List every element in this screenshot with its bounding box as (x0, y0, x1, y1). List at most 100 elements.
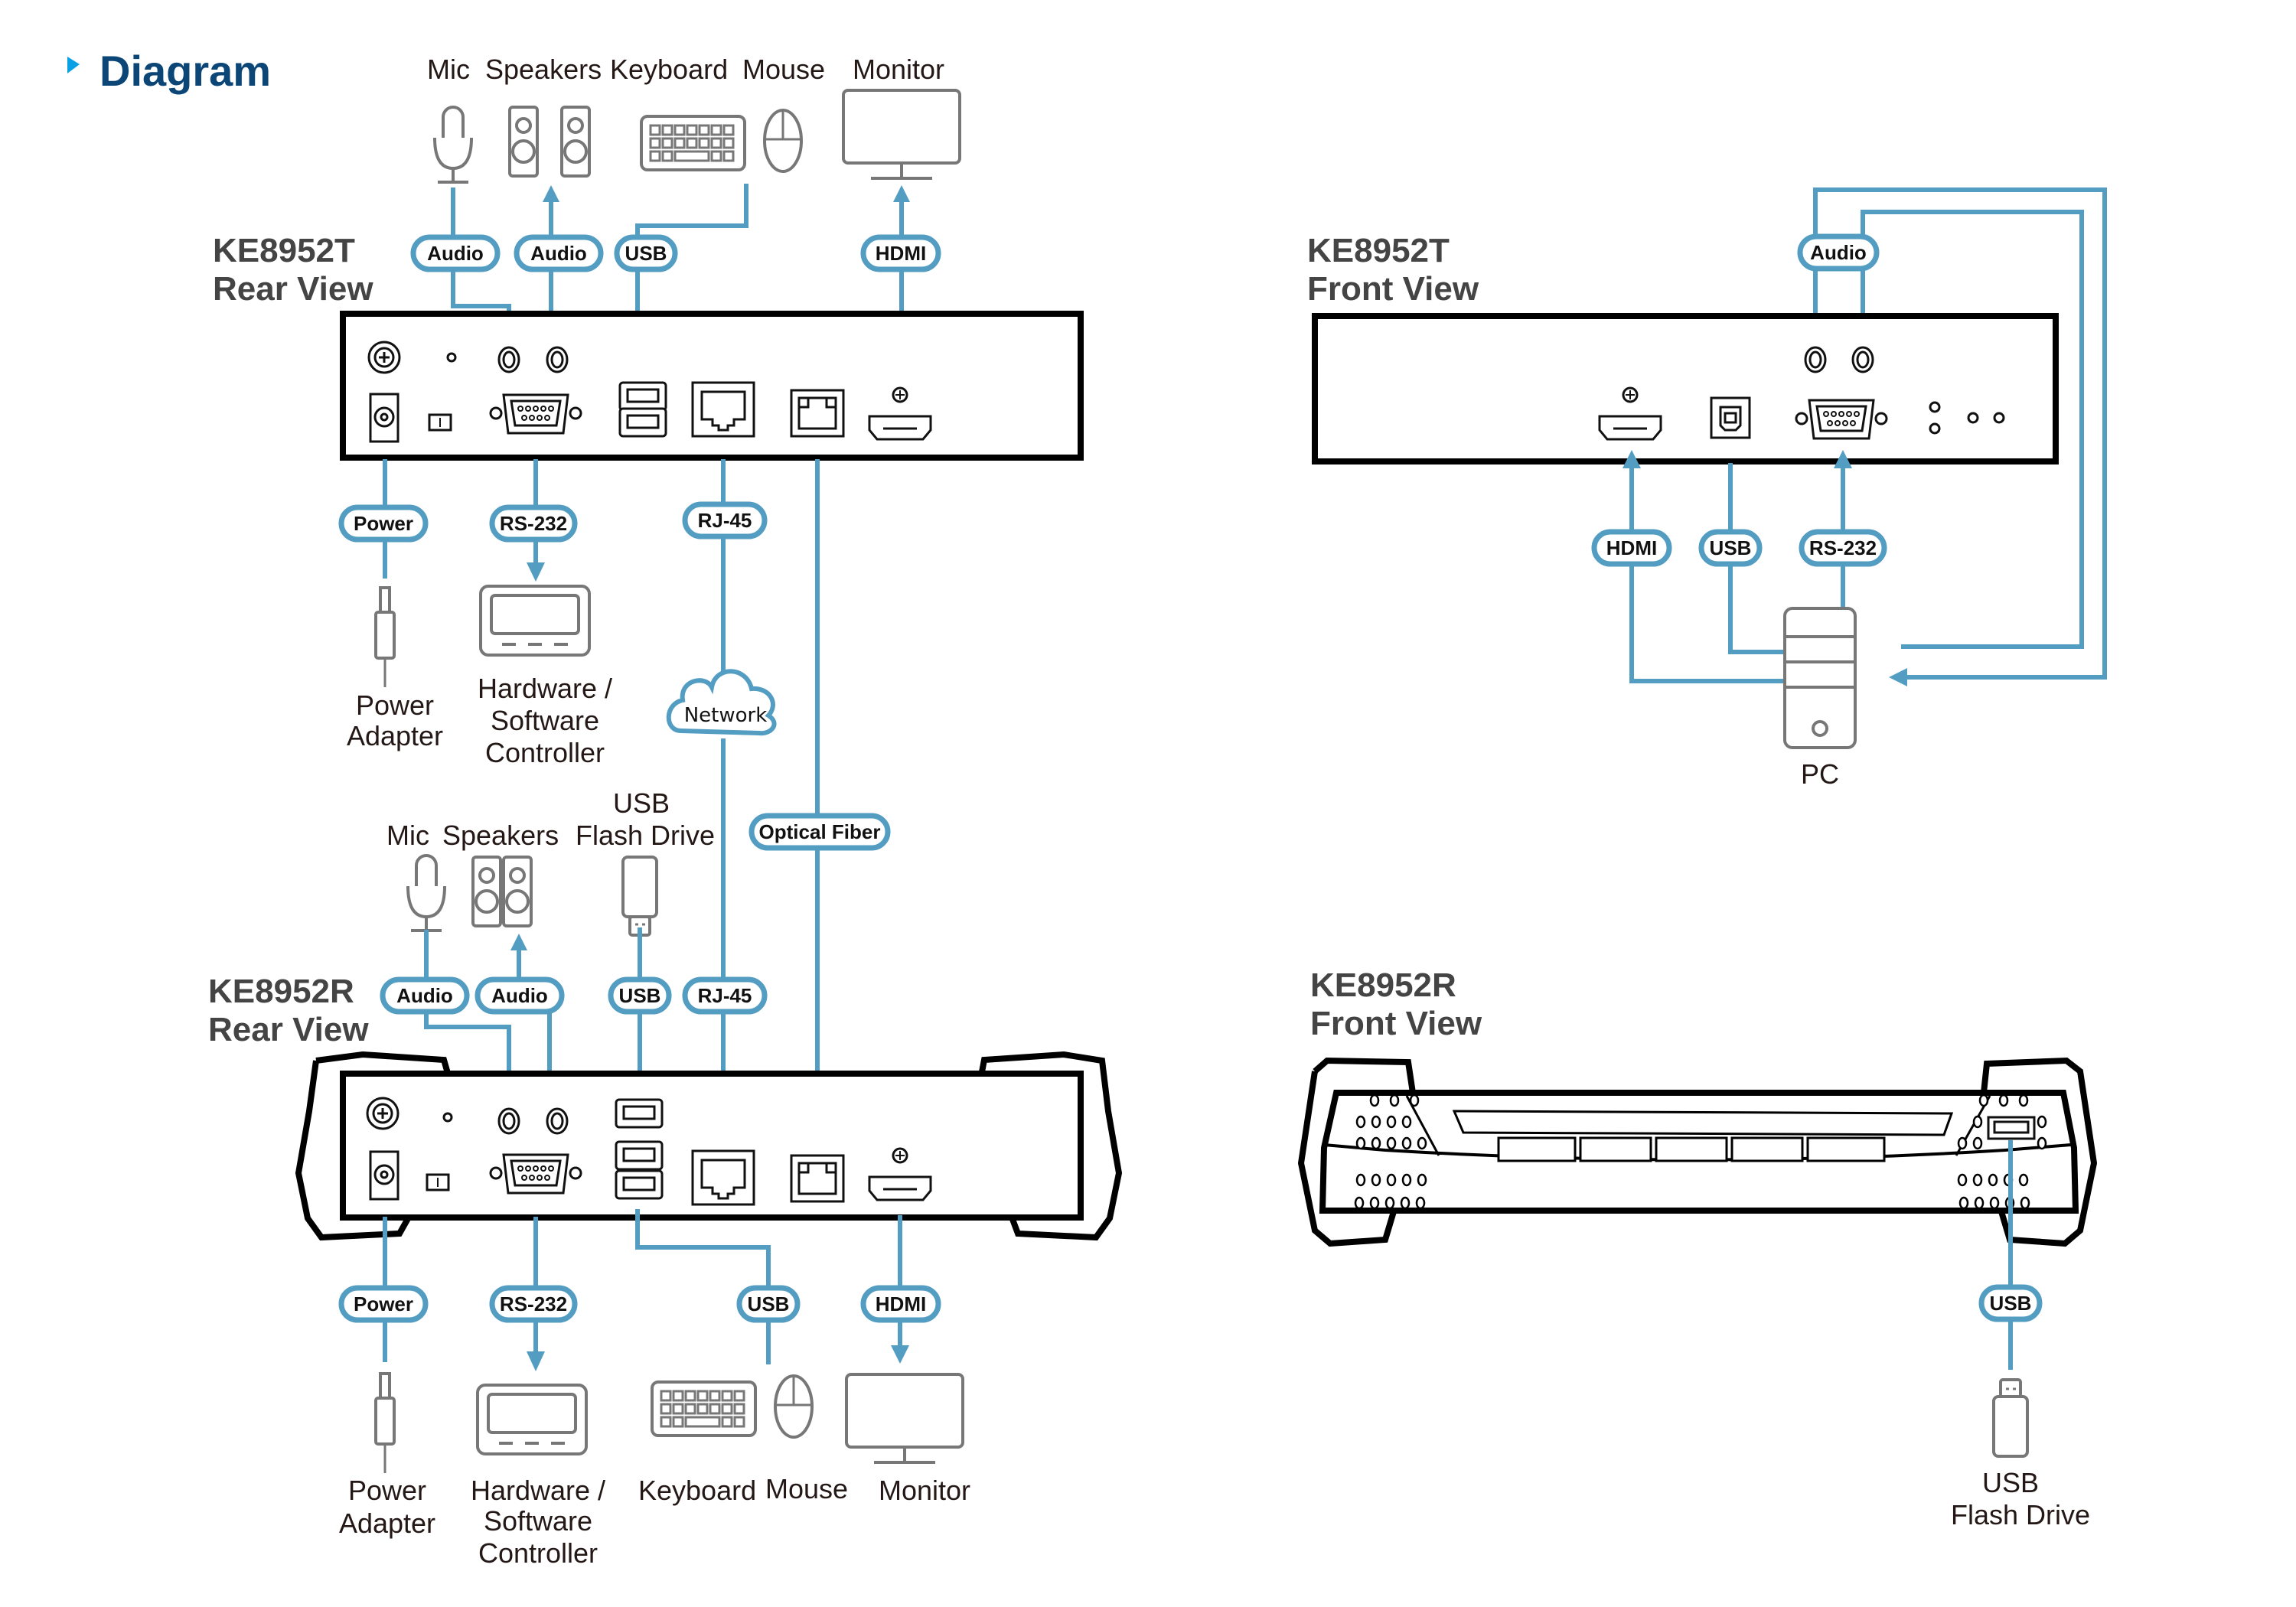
tx-power-adapter-icon (374, 586, 396, 689)
rx-controller-icon (476, 1384, 588, 1455)
diagram-title: Diagram (67, 47, 271, 95)
rx-front-usb-tag: USB (1978, 1284, 2043, 1322)
svg-text:Audio: Audio (427, 242, 484, 265)
tx-audio-out-tag: Audio (514, 234, 604, 272)
rx-keyboard-icon (651, 1380, 757, 1437)
rx-mic-icon (406, 854, 446, 932)
rx-front-flash-label-1: USB (1982, 1467, 2039, 1498)
rx-flash-label-1: USB (613, 787, 670, 819)
rx-power-adapter-label-2: Adapter (339, 1508, 435, 1539)
ke8952r-front-panel (1297, 1057, 2098, 1247)
tx-front-usb-b-port (1710, 396, 1751, 439)
rx-dip-switch (426, 1173, 450, 1191)
tx-controller-label-2: Software (491, 705, 599, 736)
svg-text:Audio: Audio (1810, 241, 1867, 264)
rx-fiber-port (790, 1154, 845, 1203)
rx-flash-label-2: Flash Drive (576, 820, 715, 851)
svg-text:Audio: Audio (396, 984, 453, 1007)
tx-mic-icon (433, 106, 473, 184)
rx-controller-label-2: Software (484, 1505, 592, 1537)
tx-controller-icon (479, 585, 591, 657)
rx-monitor-icon (845, 1373, 964, 1464)
rx-flash-drive-icon (621, 856, 658, 937)
ke8952t-front-section: KE8952T Front View Audio HDMI USB (1307, 187, 2107, 790)
tx-controller-label-1: Hardware / (478, 673, 612, 704)
rx-rj45-tag: RJ-45 (682, 976, 768, 1015)
rx-power-tag: Power (338, 1285, 429, 1323)
svg-text:RS-232: RS-232 (500, 1292, 567, 1315)
rx-front-view: Front View (1310, 1005, 1482, 1042)
svg-text:HDMI: HDMI (876, 242, 926, 265)
tx-dip-switch (428, 413, 452, 432)
tx-front-hdmi-tag: HDMI (1591, 529, 1672, 567)
rx-mouse-icon (774, 1374, 814, 1439)
tx-monitor-label: Monitor (853, 54, 944, 85)
rx-rear-model: KE8952R (208, 973, 354, 1010)
svg-text:RS-232: RS-232 (500, 512, 567, 535)
tx-front-rs232-tag: RS-232 (1799, 529, 1887, 567)
tx-power-port (369, 393, 400, 443)
rx-audio-in-tag: Audio (380, 976, 470, 1015)
ke8952r-rear-section: KE8952R Rear View Mic Speakers USB Flash… (208, 787, 1123, 1569)
svg-text:RS-232: RS-232 (1809, 536, 1877, 559)
rx-rs232-tag: RS-232 (489, 1285, 578, 1323)
tx-front-view: Front View (1307, 270, 1479, 308)
rx-front-model: KE8952R (1310, 966, 1456, 1004)
rx-ground-screw-icon (366, 1097, 400, 1130)
svg-text:RJ-45: RJ-45 (698, 509, 752, 532)
tx-speaker-jack (546, 346, 569, 373)
rx-speaker-right-icon (502, 856, 533, 927)
svg-text:USB: USB (1990, 1292, 2032, 1315)
svg-text:USB: USB (1710, 536, 1752, 559)
rx-speaker-jack (546, 1107, 569, 1135)
tx-rj45-tag: RJ-45 (682, 501, 768, 539)
tx-monitor-icon (842, 89, 961, 180)
rx-power-adapter-label-1: Power (348, 1475, 426, 1506)
rx-rj45-port (691, 1149, 755, 1206)
rx-front-usb-port (1987, 1116, 2036, 1140)
tx-power-tag: Power (338, 504, 429, 543)
tx-mic-jack (497, 346, 520, 373)
page-title: Diagram (99, 47, 271, 95)
rx-rear-view: Rear View (208, 1011, 369, 1048)
tx-rj45-port (691, 381, 755, 438)
tx-mouse-label: Mouse (742, 54, 825, 85)
rx-led-icon (442, 1112, 453, 1123)
tx-usb-ports (618, 381, 667, 438)
rx-power-adapter-icon (374, 1372, 396, 1475)
ke8952t-front-panel (1312, 313, 2059, 464)
pc-label: PC (1801, 758, 1839, 790)
tx-led-icon (446, 352, 457, 363)
rx-usb-tag: USB (608, 976, 672, 1015)
svg-text:Audio: Audio (530, 242, 587, 265)
rx-controller-label-1: Hardware / (471, 1475, 605, 1506)
pc-icon (1783, 607, 1857, 749)
svg-text:HDMI: HDMI (1606, 536, 1657, 559)
tx-speaker-left-icon (508, 106, 539, 178)
svg-text:USB: USB (619, 984, 661, 1007)
title-bullet-icon (67, 57, 80, 73)
tx-mouse-icon (763, 109, 803, 173)
tx-front-speaker-jack (1851, 346, 1874, 373)
tx-rear-model: KE8952T (213, 232, 355, 269)
rx-front-flash-label-2: Flash Drive (1951, 1499, 2090, 1530)
rx-controller-label-3: Controller (478, 1537, 598, 1569)
rx-usb-top-port (615, 1098, 664, 1129)
rx-hdmi-tag: HDMI (860, 1285, 941, 1323)
rx-keyboard-label: Keyboard (638, 1475, 756, 1506)
optical-fiber-tag: Optical Fiber (748, 813, 891, 851)
tx-rs232-tag: RS-232 (489, 504, 578, 543)
rx-usb-bottom-tag: USB (736, 1285, 801, 1323)
tx-ground-screw-icon (367, 341, 401, 374)
tx-speakers-label: Speakers (485, 54, 602, 85)
tx-front-model: KE8952T (1307, 232, 1450, 269)
tx-usb-tag: USB (614, 234, 678, 272)
tx-front-mic-jack (1804, 346, 1827, 373)
rx-front-flash-drive-icon (1992, 1378, 2029, 1458)
svg-text:USB: USB (748, 1292, 790, 1315)
tx-mic-label: Mic (427, 54, 470, 85)
tx-front-leds (1929, 401, 2005, 435)
tx-rear-view: Rear View (213, 270, 373, 308)
tx-keyboard-label: Keyboard (610, 54, 728, 85)
